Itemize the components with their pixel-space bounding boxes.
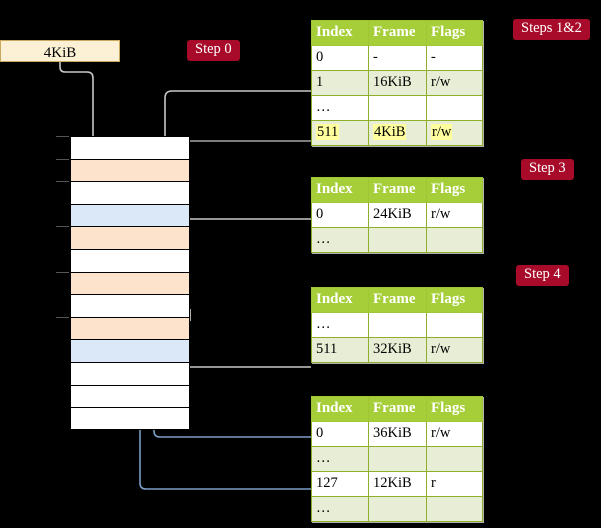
cell-frame xyxy=(368,95,427,121)
memory-frame-row xyxy=(70,294,190,317)
memory-frame-row xyxy=(70,249,190,272)
cell-flags: r/w xyxy=(426,202,483,228)
cell-index: 0 xyxy=(311,421,369,447)
column-header-frame: Frame xyxy=(368,20,427,46)
memory-frame-row xyxy=(70,226,190,249)
cell-frame: 4KiB xyxy=(368,120,427,146)
memory-frame-row xyxy=(70,316,190,340)
memory-frame-row xyxy=(70,362,190,385)
memory-frame-row xyxy=(70,136,190,159)
cell-flags: - xyxy=(426,45,483,71)
cell-flags: r/w xyxy=(426,70,483,96)
table-row[interactable]: … xyxy=(311,446,483,472)
highlighted-value: r/w xyxy=(431,124,453,141)
page-frame-box: 4KiB xyxy=(0,40,120,62)
cell-frame: 36KiB xyxy=(368,421,427,447)
cell-index: 1 xyxy=(311,70,369,96)
column-header-index: Index xyxy=(311,177,369,203)
cell-frame xyxy=(368,312,427,338)
cell-frame xyxy=(368,446,427,472)
memory-frame-row xyxy=(70,158,190,182)
highlighted-value: 4KiB xyxy=(373,124,407,141)
cell-index: … xyxy=(311,227,369,253)
cell-frame: 12KiB xyxy=(368,471,427,497)
cell-index: … xyxy=(311,496,369,522)
badge-step4: Step 4 xyxy=(516,265,569,286)
cell-frame: 32KiB xyxy=(368,337,427,363)
cell-frame: 16KiB xyxy=(368,70,427,96)
memory-row-tick xyxy=(56,316,69,318)
cell-flags: r xyxy=(426,471,483,497)
memory-row-tick xyxy=(56,136,69,137)
highlighted-value: 511 xyxy=(316,124,340,141)
memory-row-tick xyxy=(56,226,69,228)
cell-index: 511 xyxy=(311,337,369,363)
memory-row-tick xyxy=(56,181,69,183)
cell-index: 511 xyxy=(311,120,369,146)
physical-memory-column xyxy=(56,136,190,430)
memory-frame-row xyxy=(70,339,190,362)
cell-flags xyxy=(426,496,483,522)
cell-index: 0 xyxy=(311,45,369,71)
memory-frame-row xyxy=(70,203,190,227)
column-header-flags: Flags xyxy=(426,396,483,422)
cell-flags xyxy=(426,446,483,472)
table-row[interactable]: … xyxy=(311,496,483,522)
table-row[interactable]: … xyxy=(311,227,483,253)
memory-frame-row xyxy=(70,181,190,204)
table-row[interactable]: 0-- xyxy=(311,45,483,71)
column-header-flags: Flags xyxy=(426,20,483,46)
connector-step3 xyxy=(176,218,311,260)
cell-flags: r/w xyxy=(426,421,483,447)
cell-frame: - xyxy=(368,45,427,71)
cell-frame xyxy=(368,227,427,253)
table-row[interactable]: … xyxy=(311,312,483,338)
column-header-frame: Frame xyxy=(368,287,427,313)
table-row[interactable]: … xyxy=(311,95,483,121)
cell-flags xyxy=(426,227,483,253)
badge-step3: Step 3 xyxy=(521,159,574,180)
column-header-flags: Flags xyxy=(426,177,483,203)
column-header-index: Index xyxy=(311,287,369,313)
cell-index: … xyxy=(311,446,369,472)
column-header-frame: Frame xyxy=(368,177,427,203)
column-header-flags: Flags xyxy=(426,287,483,313)
cell-index: … xyxy=(311,95,369,121)
badge-steps12: Steps 1&2 xyxy=(513,19,590,40)
memory-row-tick xyxy=(56,158,69,160)
memory-frame-row xyxy=(70,384,190,408)
memory-frame-row xyxy=(70,407,190,430)
memory-frame-row xyxy=(70,271,190,295)
badge-step0: Step 0 xyxy=(187,40,240,61)
column-header-frame: Frame xyxy=(368,396,427,422)
column-header-index: Index xyxy=(311,396,369,422)
memory-row-tick xyxy=(56,271,69,273)
cell-index: 0 xyxy=(311,202,369,228)
column-header-index: Index xyxy=(311,20,369,46)
table-row[interactable]: 511 4KiB r/w xyxy=(311,120,483,146)
cell-flags xyxy=(426,95,483,121)
cell-flags: r/w xyxy=(426,120,483,146)
cell-flags xyxy=(426,312,483,338)
cell-frame xyxy=(368,496,427,522)
cell-frame: 24KiB xyxy=(368,202,427,228)
cell-index: … xyxy=(311,312,369,338)
connector-step4 xyxy=(178,308,311,368)
cell-index: 127 xyxy=(311,471,369,497)
cell-flags: r/w xyxy=(426,337,483,363)
